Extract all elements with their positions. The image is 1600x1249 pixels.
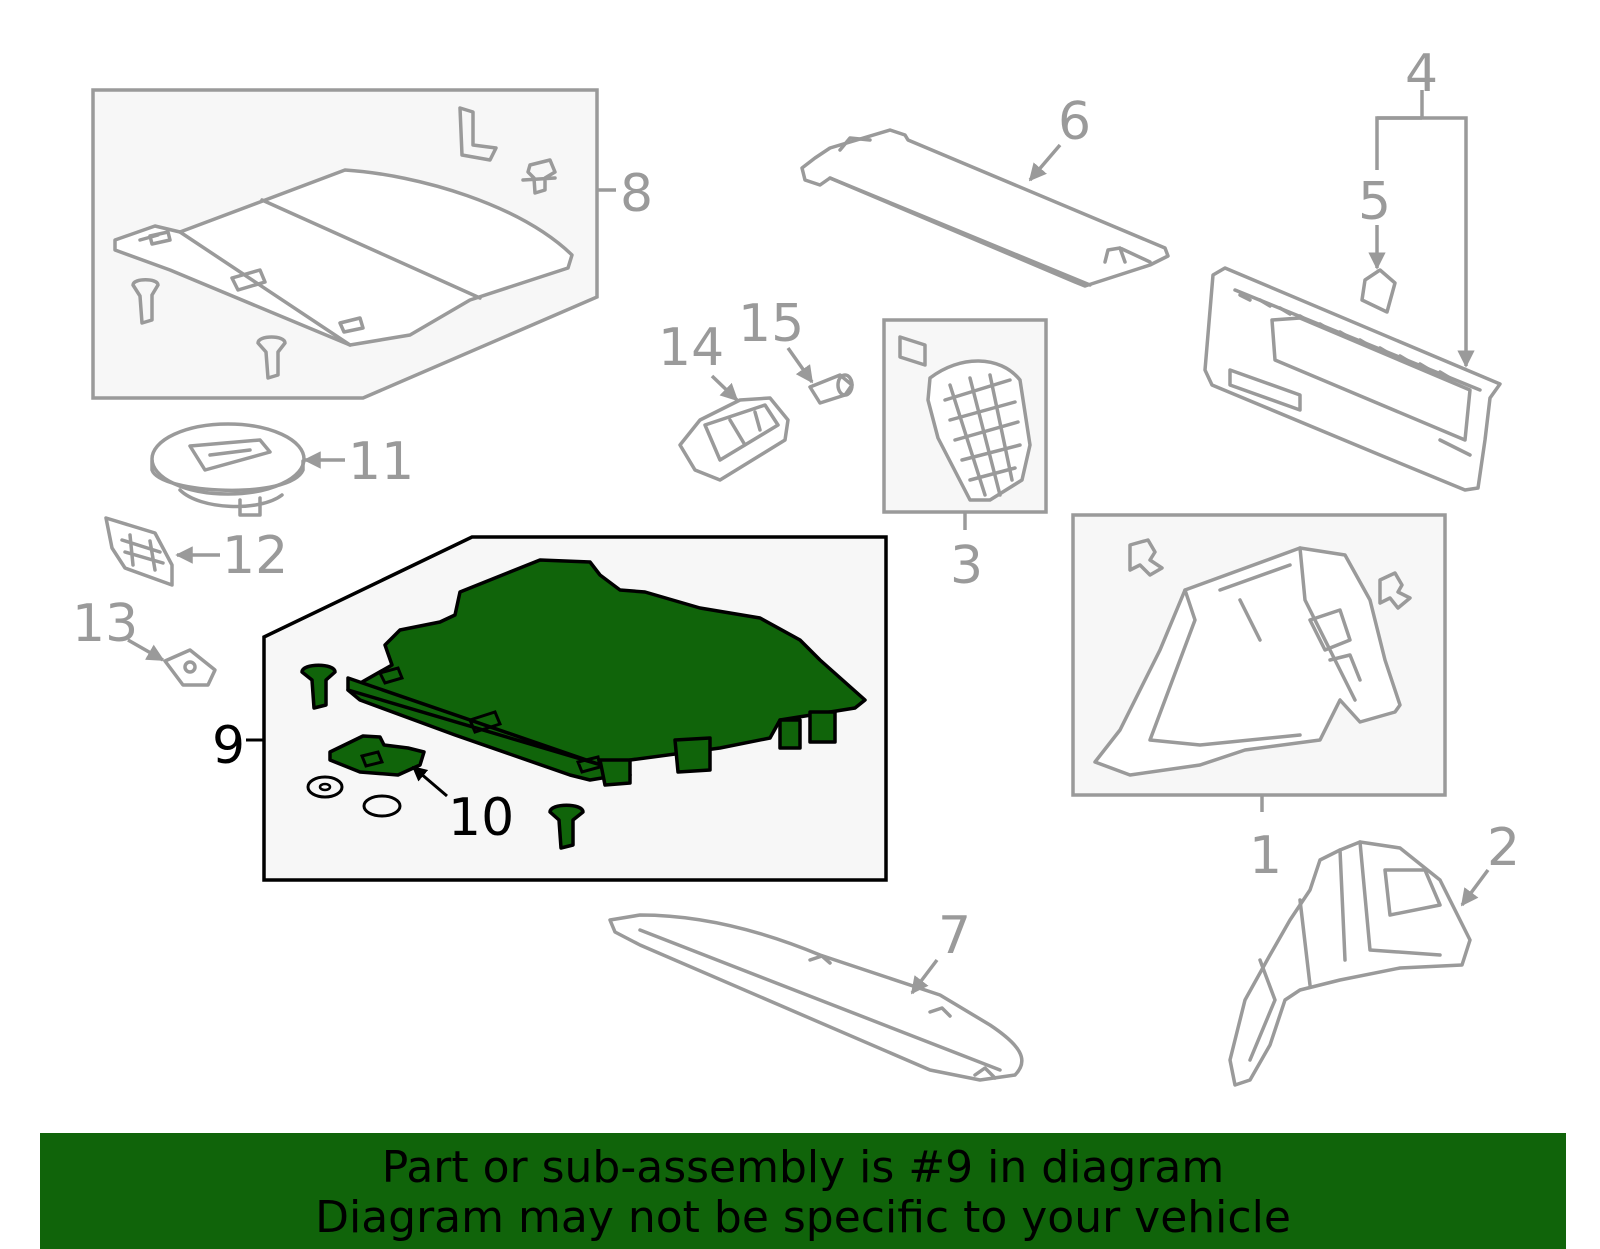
callout-8: 8 [620,164,654,224]
callout-2: 2 [1487,818,1521,878]
part-12-bracket[interactable] [104,516,220,587]
part-7-trim-strip[interactable] [608,913,1024,1082]
info-banner: Part or sub-assembly is #9 in diagram Di… [40,1133,1566,1249]
callout-14: 14 [658,318,725,378]
part-3-vent-group[interactable] [882,318,1048,530]
part-9-fastener [300,663,337,710]
callout-15: 15 [738,294,805,354]
callout-6: 6 [1058,92,1092,152]
callout-9: 9 [212,716,246,776]
banner-line-part-number: Part or sub-assembly is #9 in diagram [381,1142,1225,1193]
callout-12: 12 [222,526,289,586]
part-10-bracket [328,734,426,777]
callout-1: 1 [1249,826,1283,886]
part-13-clip[interactable] [127,638,217,687]
callout-13: 13 [72,594,139,654]
callout-5: 5 [1358,172,1392,232]
callout-3: 3 [950,536,984,596]
part-4-rear-trim-panel[interactable] [1203,90,1502,492]
part-5-clip[interactable] [1360,225,1397,314]
banner-line-disclaimer: Diagram may not be specific to your vehi… [315,1192,1291,1243]
callout-11: 11 [348,432,415,492]
part-15-plug[interactable] [786,346,854,405]
part-1-wheelhouse-trim-group[interactable] [1071,513,1447,812]
part-2-wheelhouse-liner[interactable] [1228,840,1490,1087]
callout-7: 7 [938,906,972,966]
part-14-handle[interactable] [678,374,790,482]
callout-4: 4 [1405,44,1439,104]
callout-10: 10 [448,788,515,848]
part-9-fastener [548,803,585,850]
part-6-trim-panel[interactable] [800,128,1170,288]
part-8-package-tray-group[interactable] [91,88,616,400]
part-11-spare-tire-holder[interactable] [150,422,345,517]
part-9-floor-panel-group[interactable] [246,535,888,882]
